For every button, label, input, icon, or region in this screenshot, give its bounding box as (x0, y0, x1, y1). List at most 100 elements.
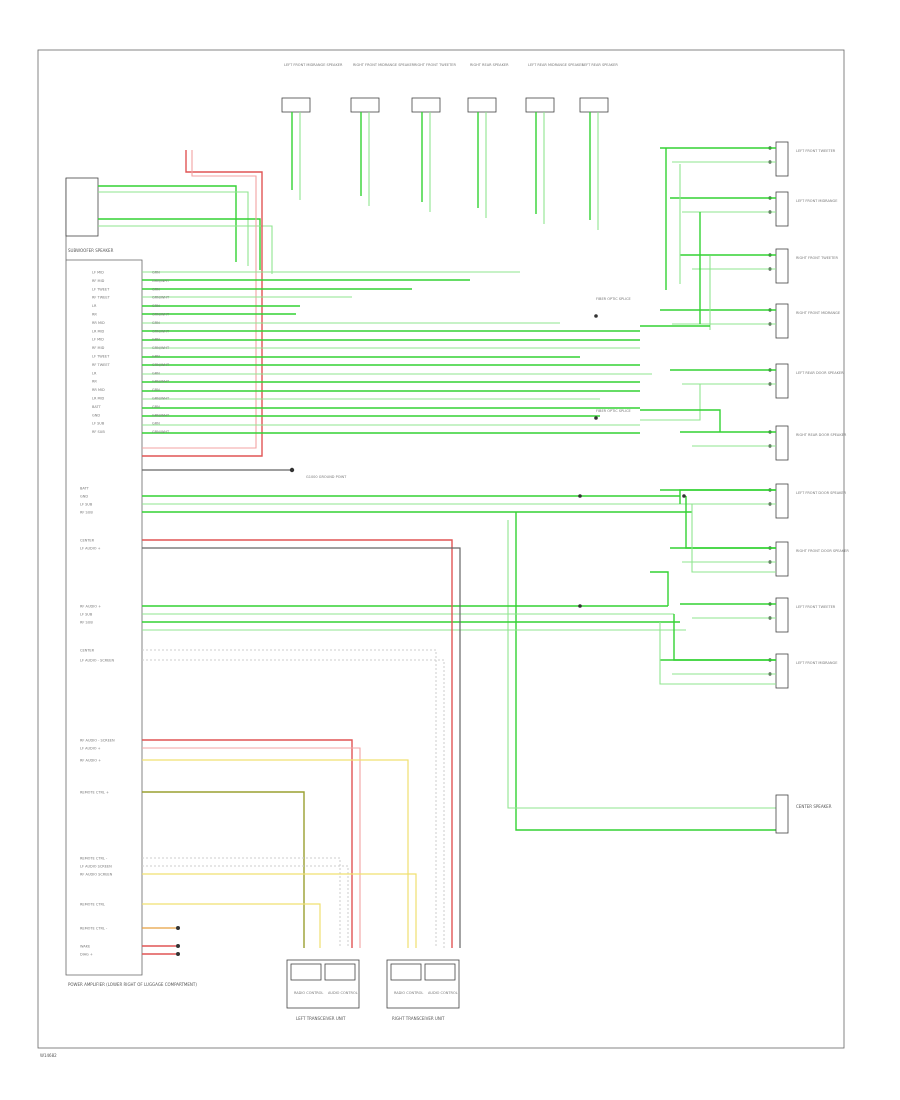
splice-dot (594, 314, 598, 318)
right-speaker-label: RIGHT REAR DOOR SPEAKER (796, 433, 847, 437)
input-connector (65, 177, 99, 237)
top-speaker-connector (579, 97, 609, 113)
right-speaker-box (775, 541, 789, 577)
pin-label: LF AUDIO SCREEN (80, 865, 112, 869)
mid-bus-wire (691, 504, 776, 573)
right-speaker-box (775, 425, 789, 461)
right-speaker-box (775, 483, 789, 519)
audio-wire (142, 547, 461, 948)
right-transceiver-pin-b (424, 963, 456, 981)
right-vertical-wire (640, 384, 701, 421)
diagram-frame (37, 49, 845, 1049)
remote-wire (142, 791, 305, 948)
low-bus-wire (659, 622, 776, 685)
pin-label: WAKE (80, 945, 90, 949)
wire-color-label: GRN (152, 388, 160, 392)
center-wire (515, 512, 776, 831)
pin-label: LF SUB (92, 422, 105, 426)
right-speaker-box (775, 191, 789, 227)
pin-label: LF TWEET (92, 355, 110, 359)
main-unit-label: POWER AMPLIFIER (LOWER RIGHT OF LUGGAGE … (68, 982, 197, 987)
remote-wire (142, 873, 417, 948)
pin-label: GND (80, 495, 88, 499)
splice-label-2: FIBER OPTIC SPLICE (596, 409, 631, 413)
pin-label: REMOTE CTRL (80, 903, 105, 907)
pin-label: LR (92, 371, 97, 375)
subwoofer-label: SUBWOOFER SPEAKER (68, 248, 114, 253)
wire-color-label: GRN (152, 287, 160, 291)
pin-label: RF AUDIO + (80, 605, 101, 609)
audio-wire (142, 659, 445, 948)
pin-label: LF AUDIO + (80, 547, 101, 551)
top-speaker-label: LEFT REAR SPEAKER (582, 63, 618, 67)
right-speaker-label: LEFT FRONT TWEETER (796, 149, 836, 153)
center-speaker-label: CENTER SPEAKER (796, 804, 832, 809)
top-speaker-connector (525, 97, 555, 113)
low-bus-wire (650, 571, 669, 606)
right-speaker-label: LEFT REAR DOOR SPEAKER (796, 371, 844, 375)
wire-color-label: GRN (152, 321, 160, 325)
left-transceiver-label: LEFT TRANSCEIVER UNIT (296, 1016, 346, 1021)
bottom-wire-end (176, 944, 180, 948)
right-transceiver-label: RIGHT TRANSCEIVER UNIT (392, 1016, 445, 1021)
right-speaker-label: RIGHT FRONT MIDRANGE (796, 311, 840, 315)
top-speaker-label: RIGHT REAR SPEAKER (470, 63, 509, 67)
mid-bus-wire (685, 496, 776, 549)
splice-label-1: FIBER OPTIC SPLICE (596, 297, 631, 301)
left-transceiver-pin-a (290, 963, 322, 981)
pin-label: RR (92, 313, 97, 317)
top-speaker-label: LEFT REAR MIDRANGE SPEAKER (528, 63, 584, 67)
ground-point (289, 467, 295, 473)
pin-label: GND (92, 413, 100, 417)
top-speaker-connector (467, 97, 497, 113)
splice-dot (682, 494, 686, 498)
remote-wire (142, 903, 321, 948)
pin-label: RF TWEET (92, 296, 111, 300)
right-speaker-label: LEFT FRONT DOOR SPEAKER (796, 491, 847, 495)
pin-label: CENTER (80, 539, 95, 543)
left-transceiver-inner-2: AUDIO CONTROL (328, 991, 358, 995)
right-vertical-wire (640, 409, 721, 432)
wire-color-label: GRN (152, 271, 160, 275)
input-wire (98, 185, 237, 262)
bottom-wire-end (176, 952, 180, 956)
pin-label: LF MID (92, 338, 104, 342)
pin-label: RR MID (92, 321, 105, 325)
right-speaker-box (775, 597, 789, 633)
right-speaker-label: LEFT FRONT MIDRANGE (796, 661, 837, 665)
pin-label: RF SUB (80, 621, 93, 625)
top-speaker-connector (411, 97, 441, 113)
wire-color-label: GRN/WHT (152, 380, 170, 384)
figure-id: W14682 (40, 1053, 57, 1058)
screen-wire (142, 857, 341, 948)
right-transceiver-inner-1: RADIO CONTROL (394, 991, 423, 995)
wire-color-label: GRN/WHT (152, 430, 170, 434)
top-speaker-connector (281, 97, 311, 113)
wire-color-label: GRN (152, 371, 160, 375)
top-speakers: LEFT FRONT MIDRANGE SPEAKER RIGHT FRONT M… (281, 63, 618, 113)
pin-label: RR (92, 380, 97, 384)
power-wire (142, 150, 263, 457)
amplifier-outline (65, 178, 143, 976)
top-speaker-connector (350, 97, 380, 113)
right-speaker-label: RIGHT FRONT TWEETER (796, 256, 838, 260)
left-transceiver-inner-1: RADIO CONTROL (294, 991, 323, 995)
top-speaker-label: RIGHT FRONT MIDRANGE SPEAKER (353, 63, 415, 67)
right-speaker-box (775, 248, 789, 284)
right-transceiver-inner-2: AUDIO CONTROL (428, 991, 458, 995)
right-speaker-box (775, 303, 789, 339)
top-speaker-label: LEFT FRONT MIDRANGE SPEAKER (284, 63, 343, 67)
right-transceiver-pin-a (390, 963, 422, 981)
wire-color-label: GRN (152, 405, 160, 409)
pin-label: LR MID (92, 397, 105, 401)
wire-color-label: GRN/WHT (152, 279, 170, 283)
pin-label: LF SUB (80, 503, 93, 507)
right-speaker-box (775, 363, 789, 399)
input-wire (98, 225, 273, 274)
wire-color-label: GRN (152, 338, 160, 342)
pin-label: DIAG + (80, 953, 93, 957)
ground-label: G1000 GROUND POINT (306, 475, 347, 479)
wire-color-label: GRN (152, 422, 160, 426)
top-speaker-label: RIGHT FRONT TWEETER (414, 63, 456, 67)
